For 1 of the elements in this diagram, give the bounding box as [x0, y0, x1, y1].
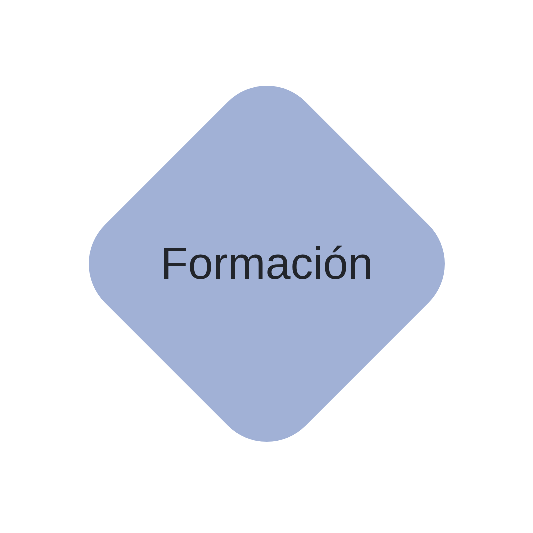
node-label: Formación — [160, 238, 374, 290]
